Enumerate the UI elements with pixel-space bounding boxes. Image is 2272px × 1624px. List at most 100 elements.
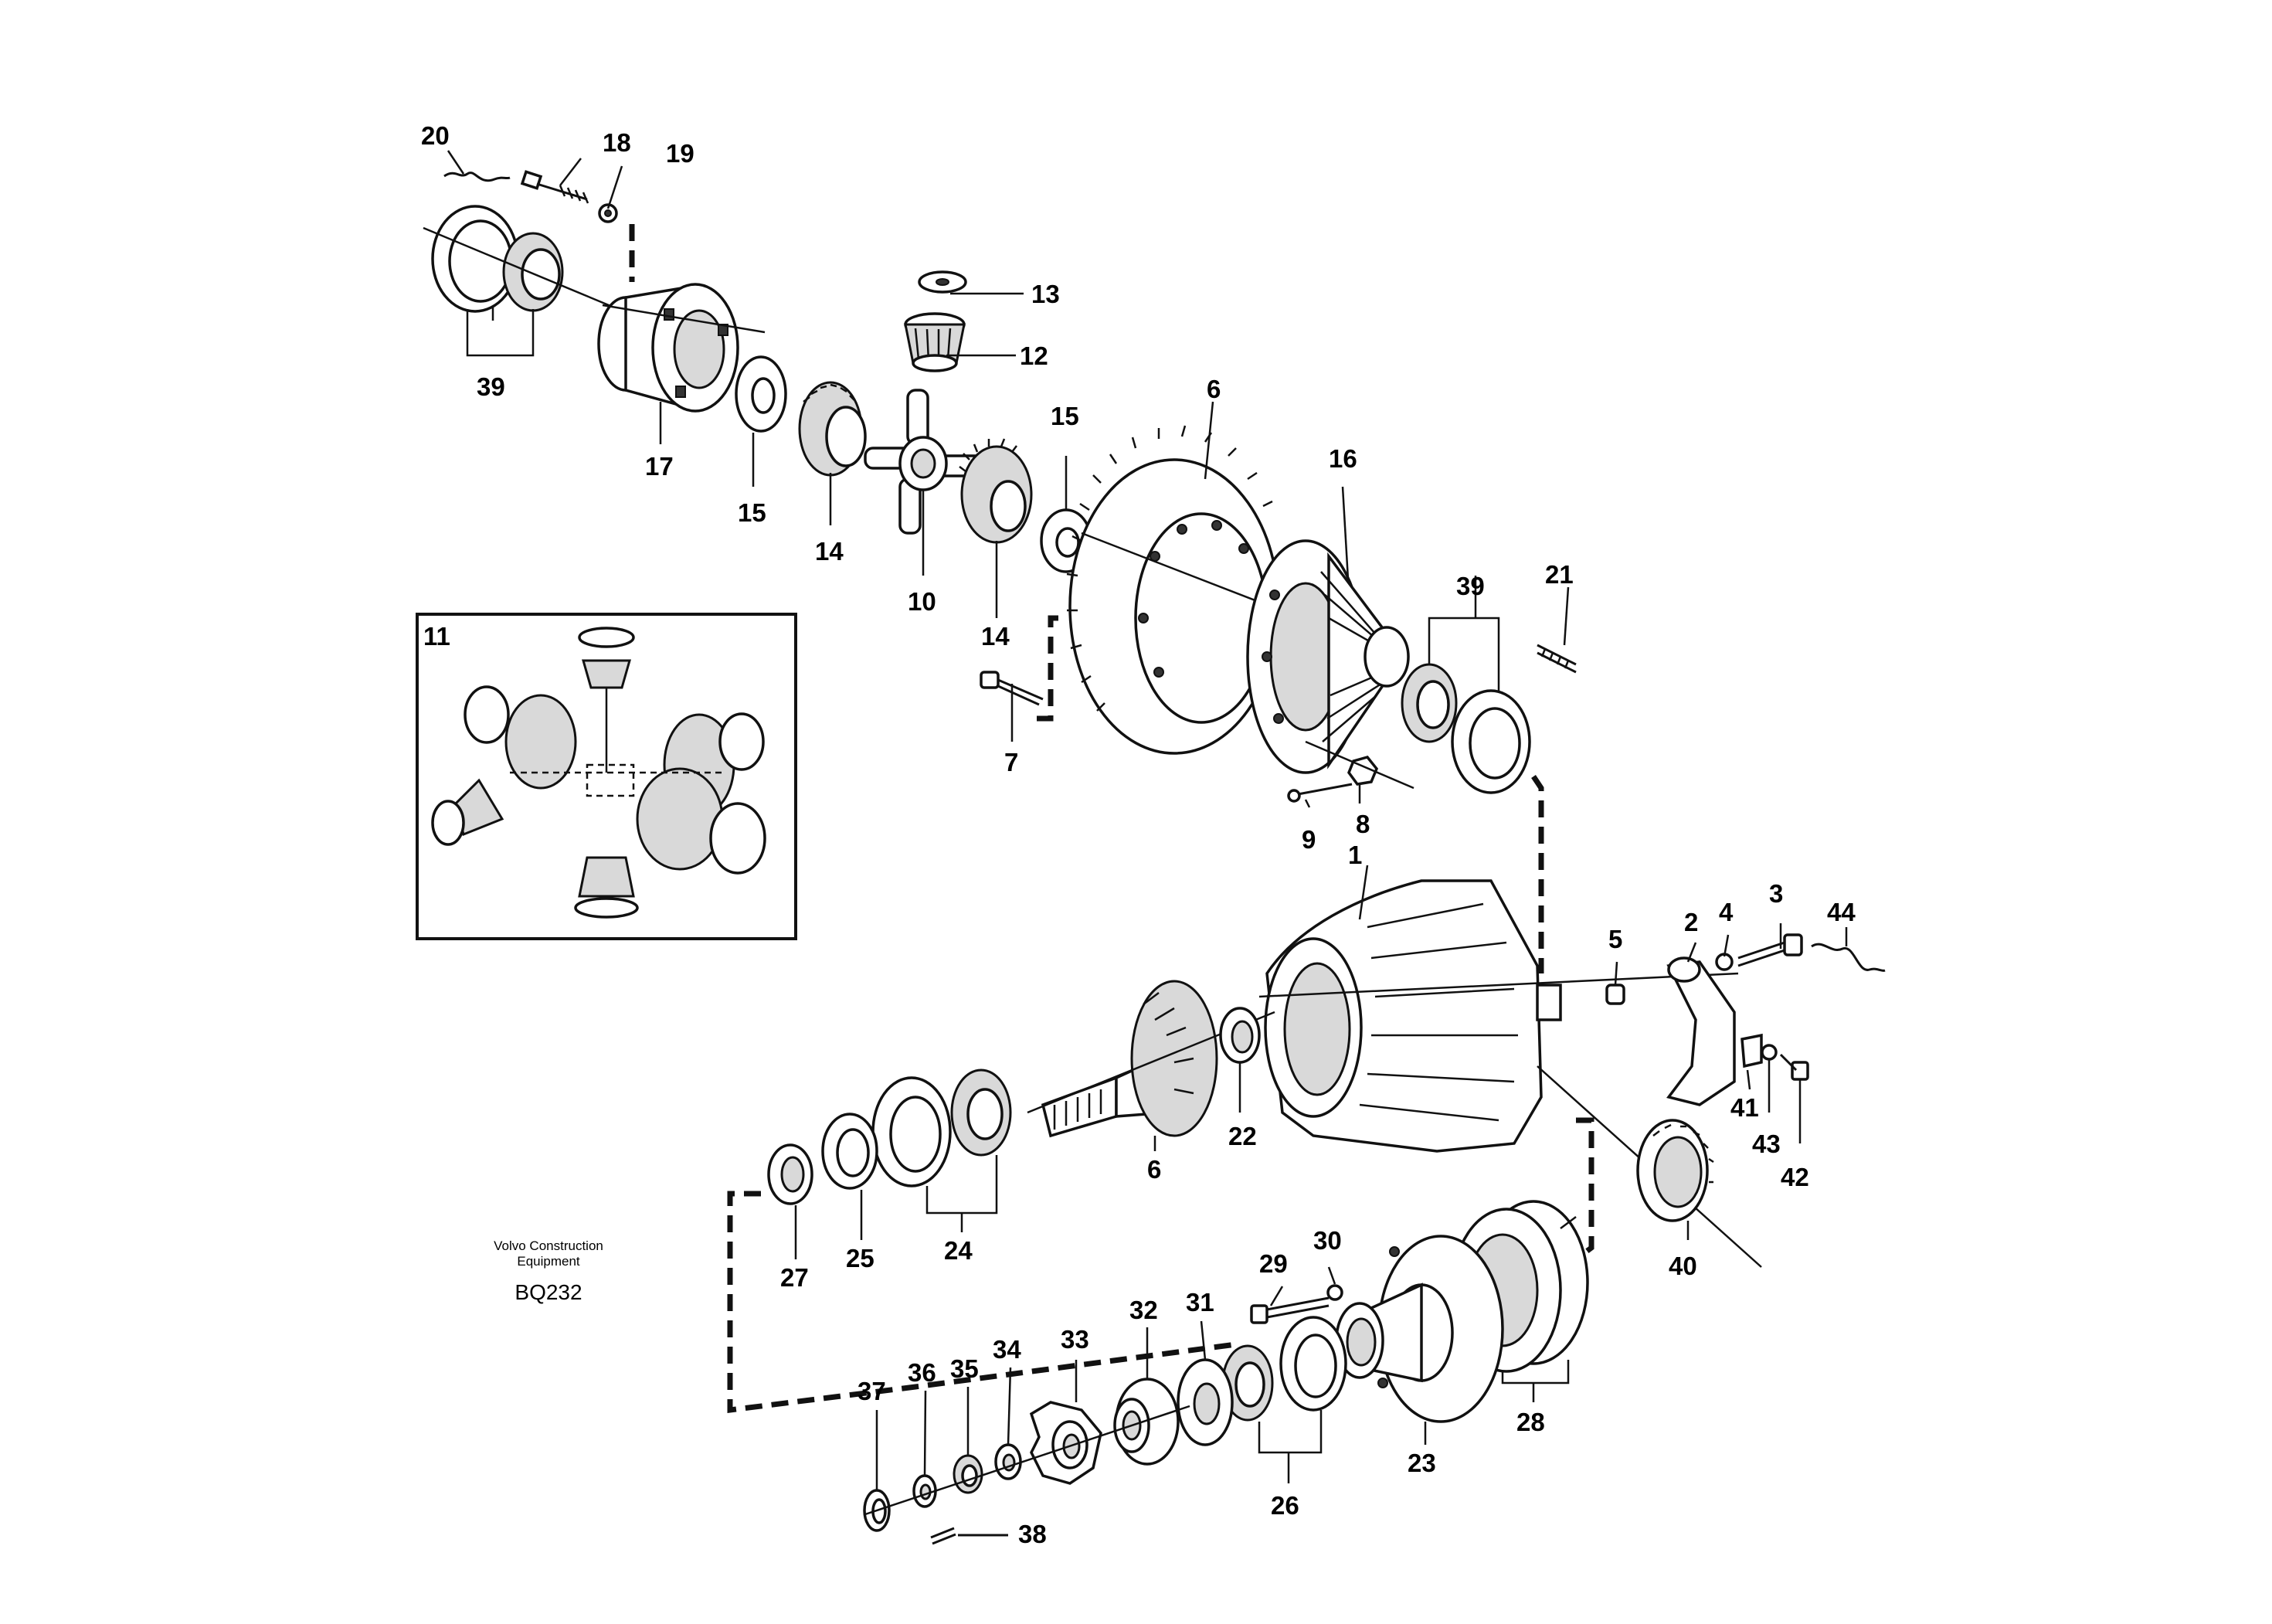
assembly-line-27-37 [727,1191,1237,1413]
lock-wire-20 [443,172,511,182]
drawing-code: BQ232 [515,1280,582,1304]
callout-25: 25 [846,1244,874,1272]
callout-21: 21 [1545,560,1574,589]
pinion-gear-12 [904,312,966,372]
callout-2: 2 [1684,908,1698,936]
oil-seal-31 [1177,1358,1234,1446]
callout-numbers: 20 18 19 39 17 15 14 10 14 15 1 3 12 6 16… [421,121,1856,1548]
callout-14: 14 [981,622,1010,651]
assembly-line-6-7 [1031,615,1058,722]
callout-41: 41 [1730,1093,1759,1122]
washer-34 [994,1443,1022,1480]
drawing-footer: Volvo Construction Equipment BQ232 [494,1238,603,1304]
bolt-42 [1779,1053,1809,1081]
callout-23: 23 [1408,1449,1436,1477]
callout-27: 27 [780,1263,809,1292]
callout-7: 7 [1004,748,1018,776]
callout-29: 29 [1259,1249,1288,1278]
callout-16: 16 [1329,444,1357,473]
callout-12: 12 [1020,341,1048,370]
callout-6: 6 [1207,375,1221,403]
lock-wire-44 [1811,943,1886,972]
callout-39: 39 [1456,572,1485,600]
pin-38 [930,1527,1008,1545]
callout-39: 39 [477,372,505,401]
lock-wire-9 [1287,783,1353,803]
nut-8 [1305,740,1414,790]
callout-10: 10 [908,587,936,616]
callout-4: 4 [1719,898,1734,926]
thrust-washer-15-left [735,355,787,433]
shim-27 [767,1143,813,1205]
inset-differential-kit-11 [416,613,797,940]
callout-37: 37 [858,1377,886,1405]
callout-32: 32 [1129,1296,1158,1324]
washer-19 [598,203,618,223]
assembly-axis-pinion-flange [864,1405,1190,1516]
callout-36: 36 [908,1358,936,1387]
bearing-cup-right [1451,689,1531,794]
bearing-26 [1221,1316,1347,1422]
callout-20: 20 [421,121,450,150]
callout-22: 22 [1228,1122,1257,1150]
pinion-shaft-6 [1027,980,1275,1138]
brand-line-1: Volvo Construction [494,1238,603,1253]
callout-5: 5 [1608,925,1622,953]
dust-cover-32 [1113,1378,1180,1466]
callout-19: 19 [666,139,695,168]
differential-case-half [597,283,766,413]
pilot-bearing-22 [1219,1007,1261,1064]
nut-35 [953,1454,983,1494]
stud-21 [1537,644,1577,674]
bolt-29 [1250,1296,1330,1324]
bearing-cone-right [1401,663,1458,743]
adjusting-ring-40 [1636,1119,1714,1222]
assembly-line-39-1 [1531,775,1544,973]
bearing-cap-2 [1666,956,1736,1106]
callout-6: 6 [1147,1155,1161,1184]
axle-housing-1 [1258,879,1762,1268]
bolt-7 [980,671,1044,706]
callout-30: 30 [1313,1226,1342,1255]
callout-24: 24 [944,1236,973,1265]
bolt-3 [1737,933,1803,967]
callout-44: 44 [1827,898,1856,926]
brand-line-2: Equipment [517,1254,580,1269]
callout-14: 14 [815,537,844,566]
side-gear-14-left [798,381,867,477]
callout-42: 42 [1781,1163,1809,1191]
leader-lines [447,150,1848,1490]
spacer-25 [821,1113,878,1190]
callout-8: 8 [1356,810,1370,838]
side-gear-14-right [959,438,1033,544]
callout-40: 40 [1669,1252,1697,1280]
callout-17: 17 [645,452,674,481]
callout-1: 1 [1348,841,1362,869]
callout-28: 28 [1516,1408,1545,1436]
assembly-line-1-28 [1574,1117,1594,1262]
callout-31: 31 [1186,1288,1214,1317]
callout-15: 15 [738,498,766,527]
callout-3: 3 [1769,879,1783,908]
callout-34: 34 [993,1335,1021,1364]
adjuster-nut-5 [1605,984,1625,1005]
companion-flange-33 [1029,1401,1102,1485]
washer-30 [1326,1284,1343,1301]
callout-26: 26 [1271,1491,1299,1520]
pinion-bearing-24 [871,1069,1012,1187]
bearing-cup-top-left [423,205,619,313]
differential-case-flange-16 [1246,539,1410,774]
callout-18: 18 [603,128,631,157]
callout-35: 35 [950,1354,979,1383]
callout-11: 11 [423,622,450,651]
bolt-18 [520,170,589,204]
callout-9: 9 [1302,825,1316,854]
bearing-housing-23 [1335,1235,1504,1423]
callout-43: 43 [1752,1130,1781,1158]
callout-33: 33 [1061,1325,1089,1354]
crown-wheel-6 [1066,425,1391,755]
lock-plate-41 [1741,1033,1763,1069]
callout-38: 38 [1018,1520,1047,1548]
callout-15: 15 [1051,402,1079,430]
